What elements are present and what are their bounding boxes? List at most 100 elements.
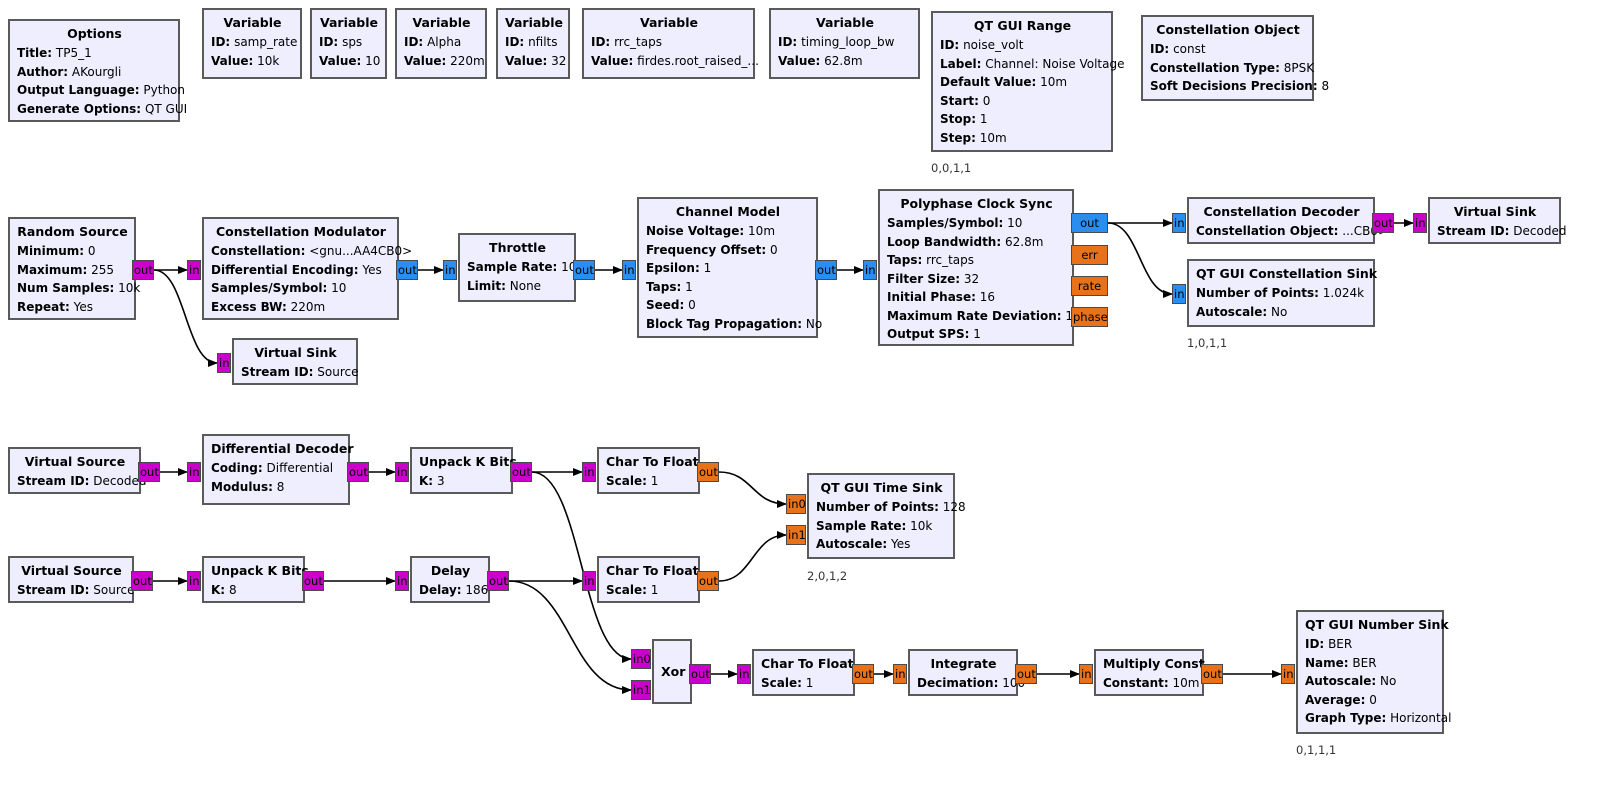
port-in-poly-clock[interactable]: in [863, 260, 877, 280]
param-key: Autoscale: [1305, 674, 1377, 688]
param-value: 3 [436, 474, 445, 488]
port-in-const-mod[interactable]: in [187, 260, 201, 280]
port-in-qt-const-sink[interactable]: in [1172, 284, 1186, 304]
block-param: Taps: 1 [646, 278, 810, 297]
param-key: Excess BW: [211, 299, 287, 314]
port-out-random-source[interactable]: out [132, 260, 154, 280]
port-in-delay[interactable]: in [395, 571, 409, 591]
port-in-c2f-3[interactable]: in [737, 664, 751, 684]
port-out-channel-model[interactable]: out [815, 260, 837, 280]
port-out-c2f-3[interactable]: out [852, 664, 874, 684]
port-out-integrate[interactable]: out [1015, 664, 1037, 684]
port-out-c2f-2[interactable]: out [697, 571, 719, 591]
param-value: 1 [650, 583, 659, 597]
port-in-unpack8[interactable]: in [187, 571, 201, 591]
param-value: 10k [910, 518, 933, 533]
port-in-c2f-2[interactable]: in [582, 571, 596, 591]
block-param: Epsilon: 1 [646, 259, 810, 278]
connection-wire[interactable] [1107, 222, 1173, 298]
port-phase-poly-clock[interactable]: phase [1071, 307, 1108, 327]
port-out-poly-clock[interactable]: out [1071, 213, 1108, 233]
block-param: Step: 10m [940, 129, 1105, 148]
block-param: Sample Rate: 10k [467, 258, 583, 277]
port-out-xor[interactable]: out [689, 664, 711, 684]
param-key: ID: [404, 35, 424, 49]
port-in0-qt-time-sink[interactable]: in0 [786, 494, 806, 514]
param-key: ID: [319, 35, 339, 49]
port-out-unpack3[interactable]: out [510, 462, 532, 482]
connection-wire[interactable] [718, 471, 787, 508]
port-out-unpack8[interactable]: out [302, 571, 324, 591]
port-in-diff-decoder[interactable]: in [187, 462, 201, 482]
port-in-channel-model[interactable]: in [622, 260, 636, 280]
port-in-qt-number-sink[interactable]: in [1281, 664, 1295, 684]
port-out-mult-const[interactable]: out [1201, 664, 1223, 684]
connection-wire[interactable] [718, 531, 787, 582]
port-err-poly-clock[interactable]: err [1071, 245, 1108, 265]
block-param: Constellation: <gnu...AA4CB0> [211, 242, 412, 261]
port-in1-qt-time-sink[interactable]: in1 [786, 525, 806, 545]
port-out-vsrc-decoded[interactable]: out [138, 462, 160, 482]
port-in-vsink-decoded[interactable]: in [1413, 213, 1427, 233]
param-key: Autoscale: [1196, 304, 1268, 319]
block-param: Decimation: 100 [917, 674, 1025, 693]
port-out-const-decoder[interactable]: out [1372, 213, 1394, 233]
port-out-vsrc-source[interactable]: out [131, 571, 153, 591]
param-value: 0 [688, 298, 696, 312]
port-in-throttle[interactable]: in [443, 260, 457, 280]
port-in1-xor[interactable]: in1 [631, 680, 651, 700]
port-in-unpack3[interactable]: in [395, 462, 409, 482]
port-out-diff-decoder[interactable]: out [347, 462, 369, 482]
port-in-c2f-1[interactable]: in [582, 462, 596, 482]
port-in-const-decoder[interactable]: in [1172, 213, 1186, 233]
block-param: Number of Points: 1.024k [1196, 284, 1367, 303]
param-value: Channel: Noise Voltage [985, 56, 1125, 71]
param-key: Decimation: [917, 676, 999, 690]
param-value: sps [342, 35, 363, 49]
port-in-mult-const[interactable]: in [1079, 664, 1093, 684]
port-in0-xor[interactable]: in0 [631, 649, 651, 669]
block-xor[interactable]: Xor [652, 639, 692, 704]
port-rate-poly-clock[interactable]: rate [1071, 276, 1108, 296]
port-out-throttle[interactable]: out [573, 260, 595, 280]
port-in-vsink-source[interactable]: in [217, 353, 231, 373]
port-out-c2f-1[interactable]: out [697, 462, 719, 482]
param-key: Taps: [887, 253, 923, 267]
port-out-const-mod[interactable]: out [396, 260, 418, 280]
param-key: Value: [505, 53, 548, 68]
port-in-integrate[interactable]: in [893, 664, 907, 684]
port-out-delay[interactable]: out [487, 571, 509, 591]
